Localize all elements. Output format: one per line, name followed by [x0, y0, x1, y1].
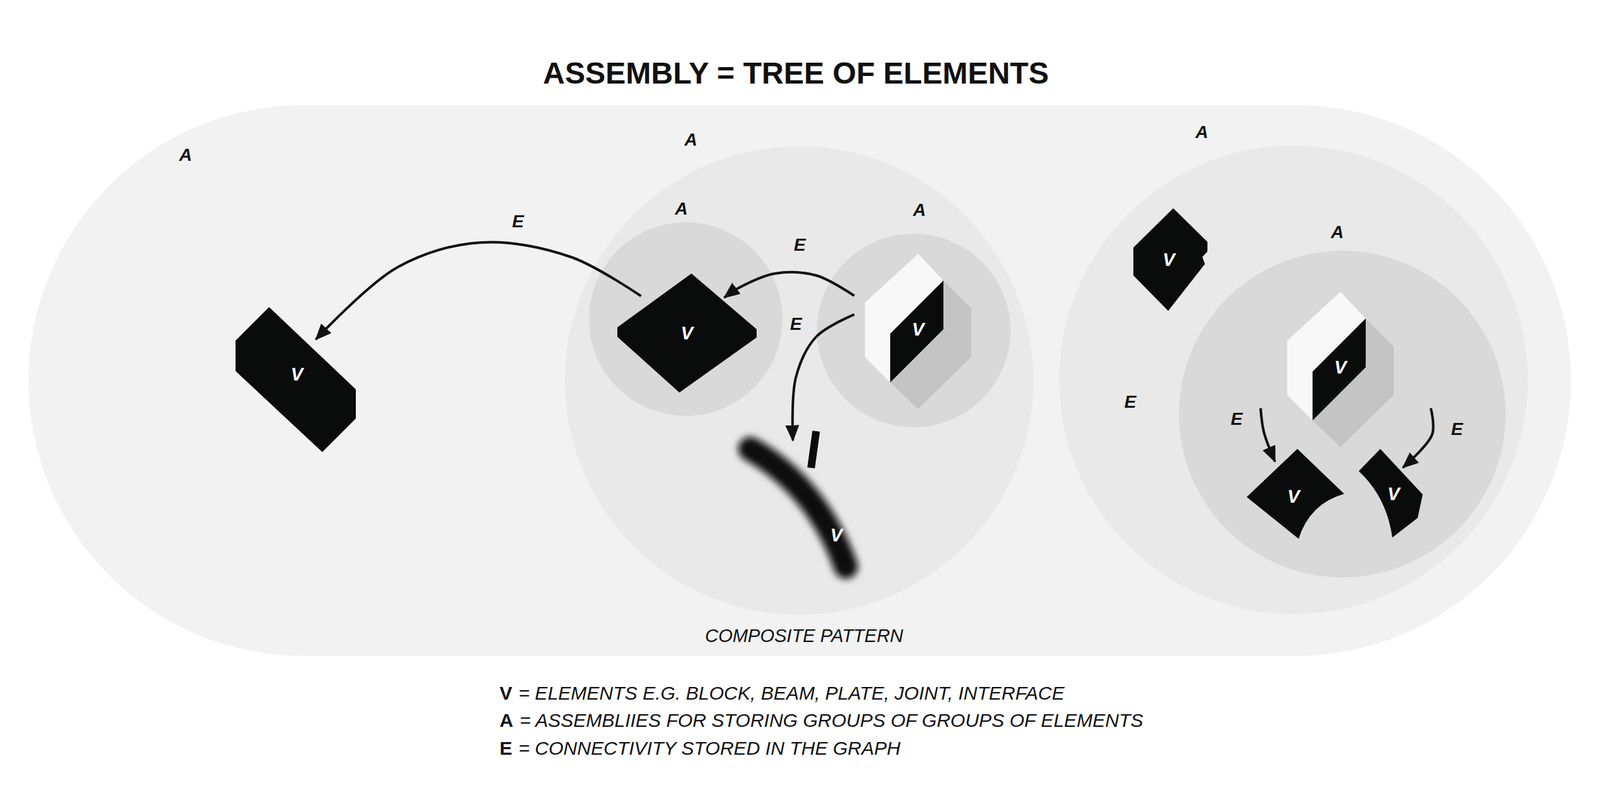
assembly-circle: AVAVVV — [1059, 145, 1528, 615]
legend-text: = ASSEMBLIIES FOR STORING GROUPS OF GROU… — [519, 709, 1144, 731]
assembly-label: A — [674, 199, 688, 220]
legend-text: = CONNECTIVITY STORED IN THE GRAPH — [518, 737, 901, 759]
assembly-label: A — [913, 200, 926, 221]
circle-fill — [588, 222, 783, 416]
circle-fill — [1178, 250, 1506, 578]
element-label: V — [290, 364, 303, 385]
curved-beam-element: V — [741, 428, 867, 577]
edge-label: E — [1124, 392, 1137, 413]
element-face — [1246, 448, 1345, 539]
element-label: V — [680, 323, 693, 344]
block-element: V — [1287, 291, 1394, 448]
plate-element: V — [617, 273, 757, 393]
edge-label: E — [790, 314, 803, 335]
element-face — [1133, 208, 1208, 311]
element-face — [1358, 448, 1423, 538]
edge-label: E — [793, 235, 807, 256]
voussoir-element: V — [1246, 448, 1345, 539]
assembly-circle: AV — [588, 222, 783, 416]
element-label: V — [1162, 250, 1175, 271]
curved-beam-element-outline — [741, 428, 867, 577]
element-face — [1312, 318, 1366, 421]
element-face — [890, 280, 972, 410]
legend-key: E — [499, 737, 513, 759]
assembly-label: A — [684, 130, 698, 151]
assembly-circle-outline — [1059, 145, 1528, 615]
assembly-circle-outline — [588, 222, 783, 416]
element-label: V — [1287, 486, 1300, 508]
legend-key: V — [499, 682, 513, 704]
circle-fill — [1059, 145, 1528, 615]
band-fill — [28, 105, 1571, 656]
blurred-beam — [750, 448, 846, 567]
beam-element: V — [235, 307, 356, 453]
element-face — [235, 307, 356, 453]
assembly-circle: AVVV — [1178, 250, 1506, 578]
edge-label: E — [512, 212, 525, 232]
block-element: V — [864, 253, 972, 410]
element-label: V — [911, 319, 924, 341]
edge-label: E — [1230, 409, 1243, 430]
pattern-caption: COMPOSITE PATTERN — [704, 626, 903, 647]
element-label: V — [830, 525, 843, 546]
legend-key: A — [499, 709, 514, 731]
element-face — [890, 280, 944, 383]
element-face — [617, 273, 757, 393]
edge-label: E — [1451, 419, 1464, 440]
assembly-band: AVAAVAVVAVAVVV — [28, 105, 1571, 656]
voussoir-element: V — [1358, 448, 1423, 538]
assembly-band-outline — [28, 105, 1571, 656]
assembly-label: A — [179, 145, 192, 166]
assembly-label: A — [1330, 222, 1344, 243]
assembly-circle-outline — [564, 146, 1034, 615]
assembly-label: A — [1195, 122, 1209, 143]
circle-fill — [816, 233, 1011, 428]
element-face — [1312, 318, 1394, 448]
element-label: V — [1334, 357, 1347, 378]
assembly-circle-outline — [1178, 250, 1506, 578]
assembly-circle: AV — [816, 233, 1011, 428]
diagram-title: ASSEMBLY = TREE OF ELEMENTS — [543, 56, 1050, 91]
beam-stub — [811, 431, 817, 468]
legend-text: = ELEMENTS E.G. BLOCK, BEAM, PLATE, JOIN… — [518, 682, 1065, 704]
joint-element: V — [1133, 208, 1208, 311]
circle-fill — [564, 146, 1034, 615]
element-label: V — [1387, 484, 1400, 505]
assembly-circle: AAVAVV — [564, 146, 1034, 615]
